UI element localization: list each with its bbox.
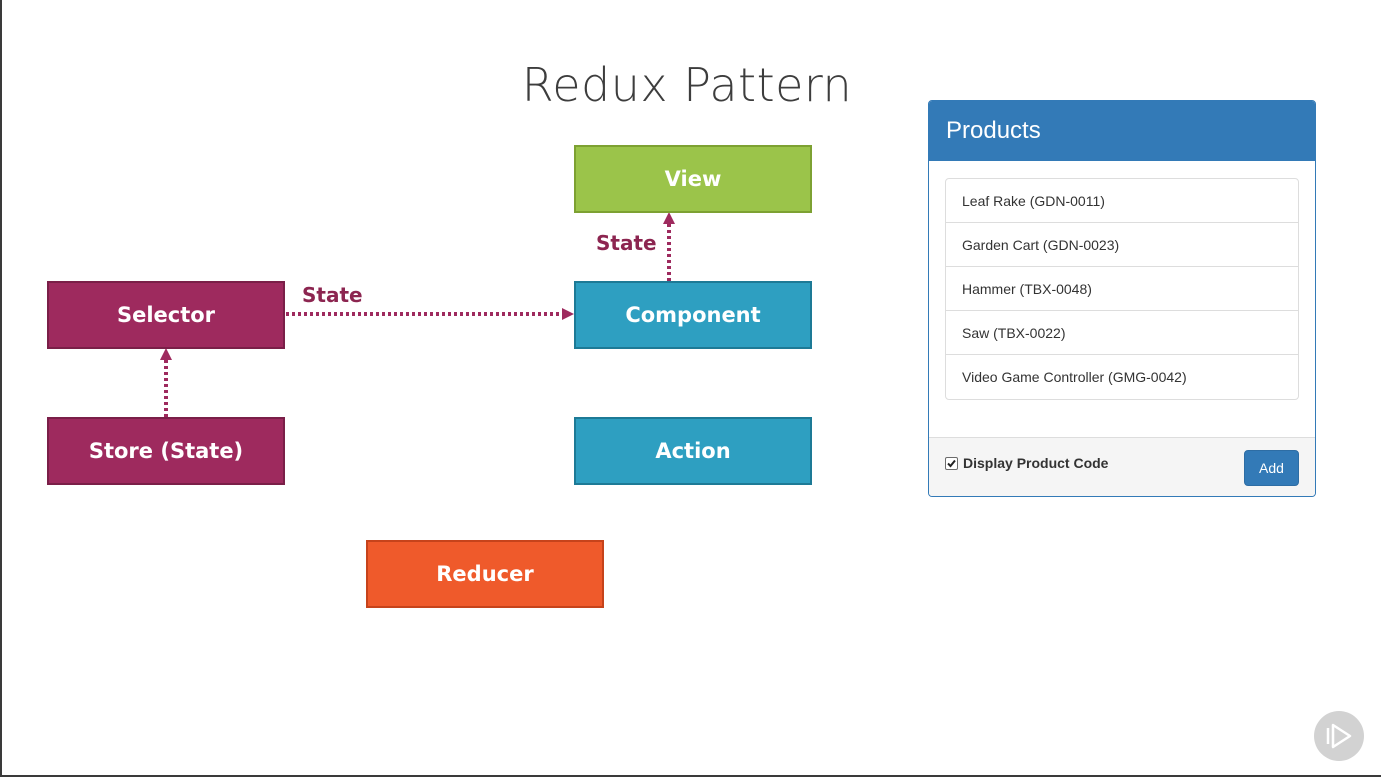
display-product-code-checkbox[interactable] xyxy=(945,456,958,470)
checkmark-icon xyxy=(947,459,956,467)
play-icon xyxy=(1326,723,1352,749)
node-action: Action xyxy=(574,417,812,485)
node-store: Store (State) xyxy=(47,417,285,485)
edge-label-view-state: State xyxy=(596,231,657,255)
edge-label-selector-state: State xyxy=(302,283,363,307)
arrowhead-selector xyxy=(160,348,172,360)
products-panel-heading: Products xyxy=(929,101,1315,161)
products-panel: Products Leaf Rake (GDN-0011) Garden Car… xyxy=(928,100,1316,497)
product-list-item[interactable]: Hammer (TBX-0048) xyxy=(946,267,1298,311)
node-selector: Selector xyxy=(47,281,285,349)
display-product-code-toggle[interactable]: Display Product Code xyxy=(945,455,1108,471)
product-list-item[interactable]: Video Game Controller (GMG-0042) xyxy=(962,369,1187,385)
add-button[interactable]: Add xyxy=(1244,450,1299,486)
slide-title: Redux Pattern xyxy=(521,58,853,112)
node-view: View xyxy=(574,145,812,213)
display-product-code-label: Display Product Code xyxy=(963,455,1109,471)
player-badge[interactable] xyxy=(1314,711,1364,761)
product-list: Leaf Rake (GDN-0011) Garden Cart (GDN-00… xyxy=(945,178,1299,400)
product-list-item[interactable]: Leaf Rake (GDN-0011) xyxy=(946,179,1298,223)
product-list-item[interactable]: Garden Cart (GDN-0023) xyxy=(946,223,1298,267)
arrowhead-component xyxy=(562,308,574,320)
products-panel-footer: Display Product Code Add xyxy=(929,437,1315,496)
arrowhead-view xyxy=(663,212,675,224)
node-reducer: Reducer xyxy=(366,540,604,608)
node-component: Component xyxy=(574,281,812,349)
product-list-item[interactable]: Saw (TBX-0022) xyxy=(946,311,1298,355)
